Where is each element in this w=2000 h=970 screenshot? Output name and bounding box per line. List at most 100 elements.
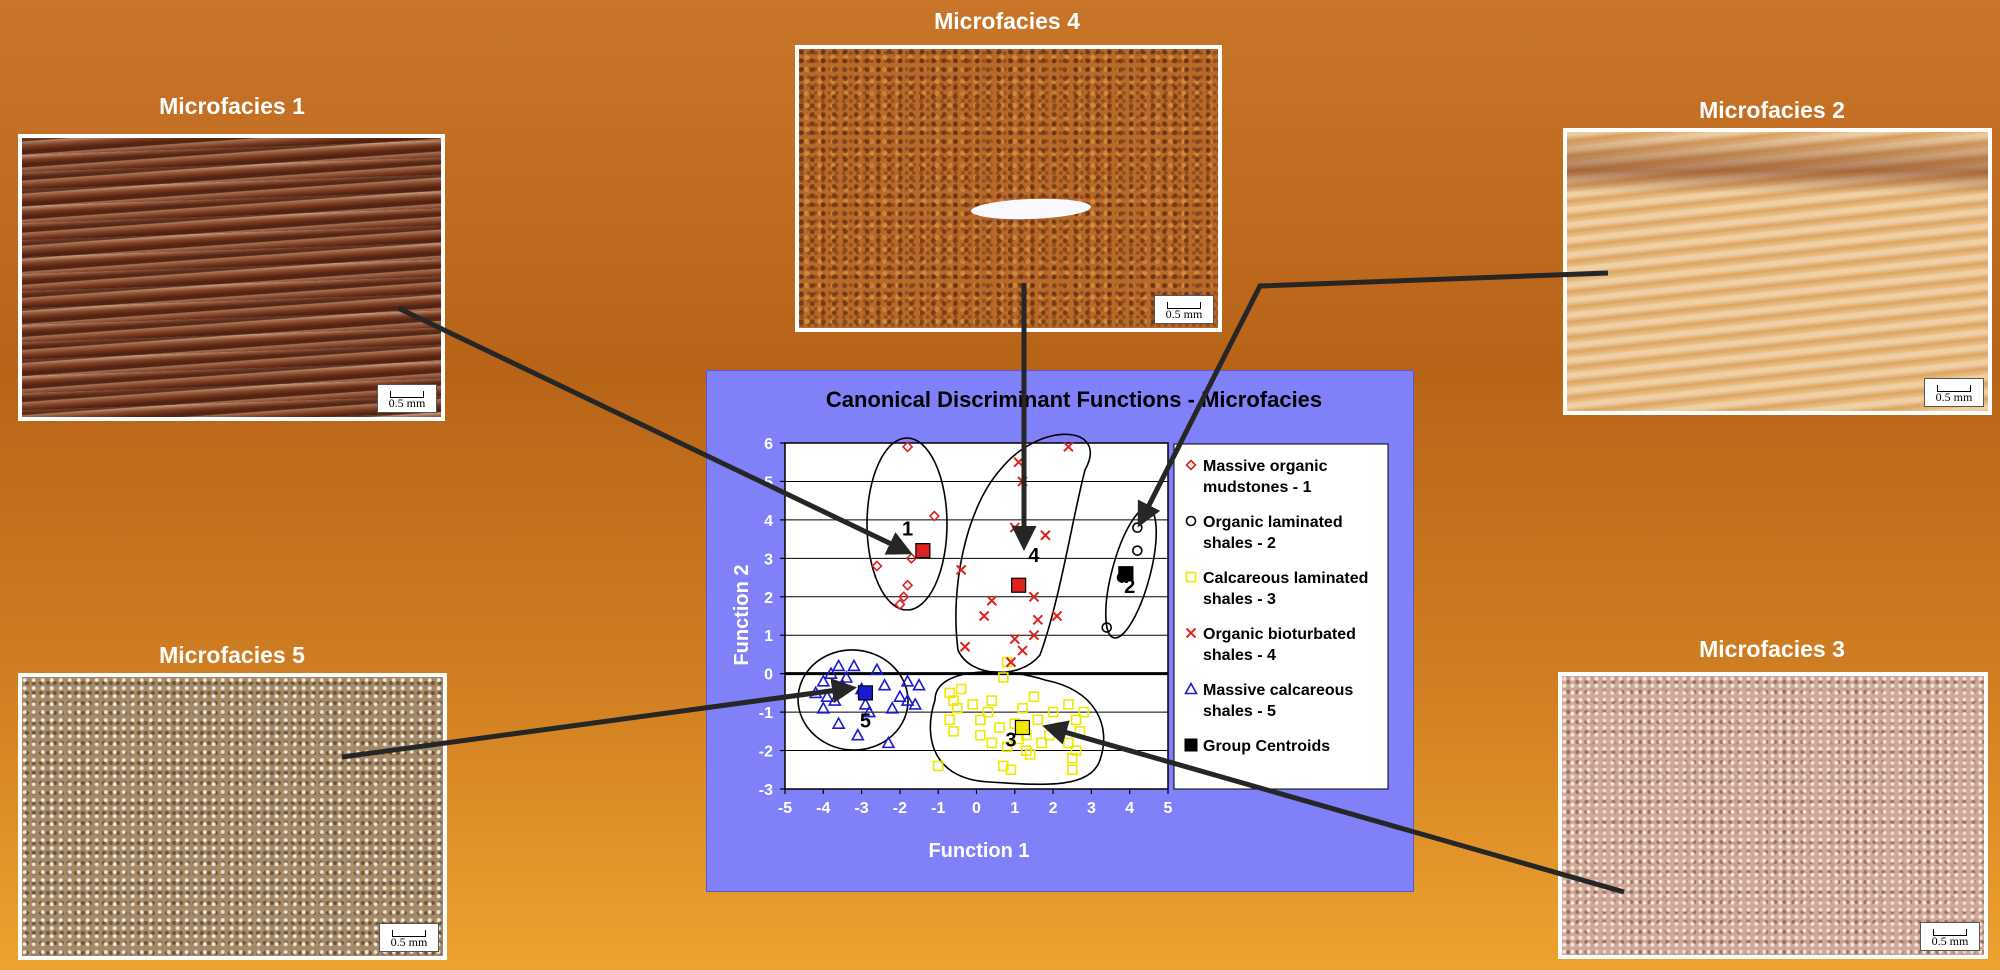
microfacies-2-title: Microfacies 2 [1699, 97, 1845, 123]
microfacies-3-title: Microfacies 3 [1699, 636, 1845, 662]
data-point-series-4 [959, 641, 971, 652]
group-label: 1 [902, 518, 913, 540]
x-tick-label: 4 [1125, 800, 1134, 817]
data-point-series-4 [1028, 591, 1040, 602]
data-point-series-3 [986, 695, 998, 706]
data-point-series-3 [1028, 691, 1040, 703]
group-label: 4 [1028, 545, 1040, 567]
data-point-series-4 [986, 595, 998, 606]
data-point-series-1 [898, 591, 910, 603]
data-point-series-4 [1040, 530, 1051, 541]
data-point-series-1 [901, 579, 914, 591]
y-axis-label: Function 2 [731, 564, 753, 665]
data-point-series-3 [975, 714, 986, 726]
data-point-series-1 [894, 598, 906, 611]
group-centroid-3 [1014, 719, 1031, 736]
y-tick-label: -1 [759, 705, 773, 722]
y-tick-label: 2 [764, 590, 773, 607]
data-point-series-3 [944, 714, 955, 726]
y-tick-label: -3 [759, 782, 773, 799]
data-point-series-1 [871, 560, 883, 572]
group-4-envelope [955, 433, 1092, 674]
data-point-series-2 [1132, 522, 1143, 533]
data-point-series-4 [1032, 614, 1043, 626]
x-tick-label: 3 [1087, 800, 1096, 817]
data-point-series-4 [1028, 630, 1040, 641]
data-point-series-5 [881, 735, 896, 749]
data-point-series-3 [1047, 706, 1059, 718]
x-tick-label: -1 [931, 800, 945, 817]
data-point-series-3 [1070, 714, 1082, 726]
data-point-series-4 [1005, 656, 1017, 668]
x-axis-label: Function 1 [928, 840, 1029, 862]
data-point-series-5 [862, 704, 877, 718]
data-point-series-5 [870, 662, 884, 676]
y-tick-label: -2 [759, 744, 773, 761]
legend-marker [1184, 738, 1198, 752]
data-point-series-3 [1078, 706, 1090, 718]
x-tick-label: 2 [1049, 800, 1058, 817]
microfacies-1-photo: 0.5 mm [18, 134, 445, 421]
group-centroid-4 [1011, 577, 1027, 593]
x-tick-label: 0 [972, 800, 981, 817]
group-centroid-1 [915, 543, 931, 559]
legend-label: Group Centroids [1203, 738, 1330, 755]
data-point-series-1 [905, 552, 918, 564]
data-point-series-3 [982, 706, 994, 718]
microfacies-5-texture [22, 677, 443, 956]
data-point-series-3 [1017, 702, 1028, 714]
microfacies-3-photo: 0.5 mm [1558, 672, 1988, 959]
group-centroid-5 [857, 685, 874, 701]
legend-marker [1185, 627, 1197, 639]
microfacies-3-texture [1562, 676, 1984, 955]
data-point-series-3 [1001, 741, 1013, 753]
data-point-series-3 [1063, 699, 1074, 710]
x-tick-label: 5 [1164, 800, 1173, 817]
microfacies-2-photo: 0.5 mm [1563, 128, 1992, 415]
scale-bar: 0.5 mm [379, 923, 439, 952]
group-label: 3 [1005, 730, 1016, 752]
data-point-series-5 [900, 674, 915, 687]
x-tick-label: -3 [854, 800, 868, 817]
scale-bar: 0.5 mm [1920, 922, 1980, 951]
data-point-series-3 [952, 702, 963, 714]
data-point-series-5 [893, 689, 907, 703]
data-point-series-3 [998, 672, 1009, 683]
microfacies-1-texture [22, 138, 441, 417]
x-tick-label: 1 [1010, 800, 1019, 817]
data-point-series-3 [986, 737, 998, 749]
data-point-series-3 [967, 699, 978, 710]
y-tick-label: 4 [764, 513, 773, 530]
scale-bar-label: 0.5 mm [1931, 934, 1969, 948]
y-tick-label: 5 [764, 474, 773, 491]
data-point-series-5 [885, 701, 900, 714]
data-point-series-3 [932, 760, 944, 772]
data-point-series-5 [850, 728, 865, 741]
scale-bar-label: 0.5 mm [1935, 390, 1973, 404]
data-point-series-4 [978, 610, 990, 622]
y-tick-label: 6 [764, 436, 773, 453]
microfacies-5-photo: 0.5 mm [18, 673, 447, 960]
x-tick-label: -2 [893, 800, 907, 817]
data-point-series-3 [1032, 714, 1044, 726]
microfacies-4-title: Microfacies 4 [934, 8, 1080, 34]
data-point-series-3 [998, 760, 1009, 772]
data-point-series-5 [877, 678, 892, 691]
group-label: 5 [860, 710, 871, 732]
scale-bar-label: 0.5 mm [390, 935, 428, 949]
legend-marker [1185, 571, 1197, 583]
data-point-series-4 [1051, 610, 1063, 622]
group-label: 2 [1124, 576, 1135, 598]
data-point-series-5 [831, 658, 846, 672]
data-point-series-3 [948, 726, 959, 737]
scale-bar: 0.5 mm [1924, 378, 1984, 407]
group-centroid-2 [1118, 566, 1134, 582]
data-point-series-3 [975, 729, 986, 741]
data-point-series-5 [847, 658, 861, 672]
data-point-series-4 [955, 564, 967, 576]
data-point-series-5 [900, 693, 915, 706]
data-point-series-2 [1101, 622, 1113, 633]
